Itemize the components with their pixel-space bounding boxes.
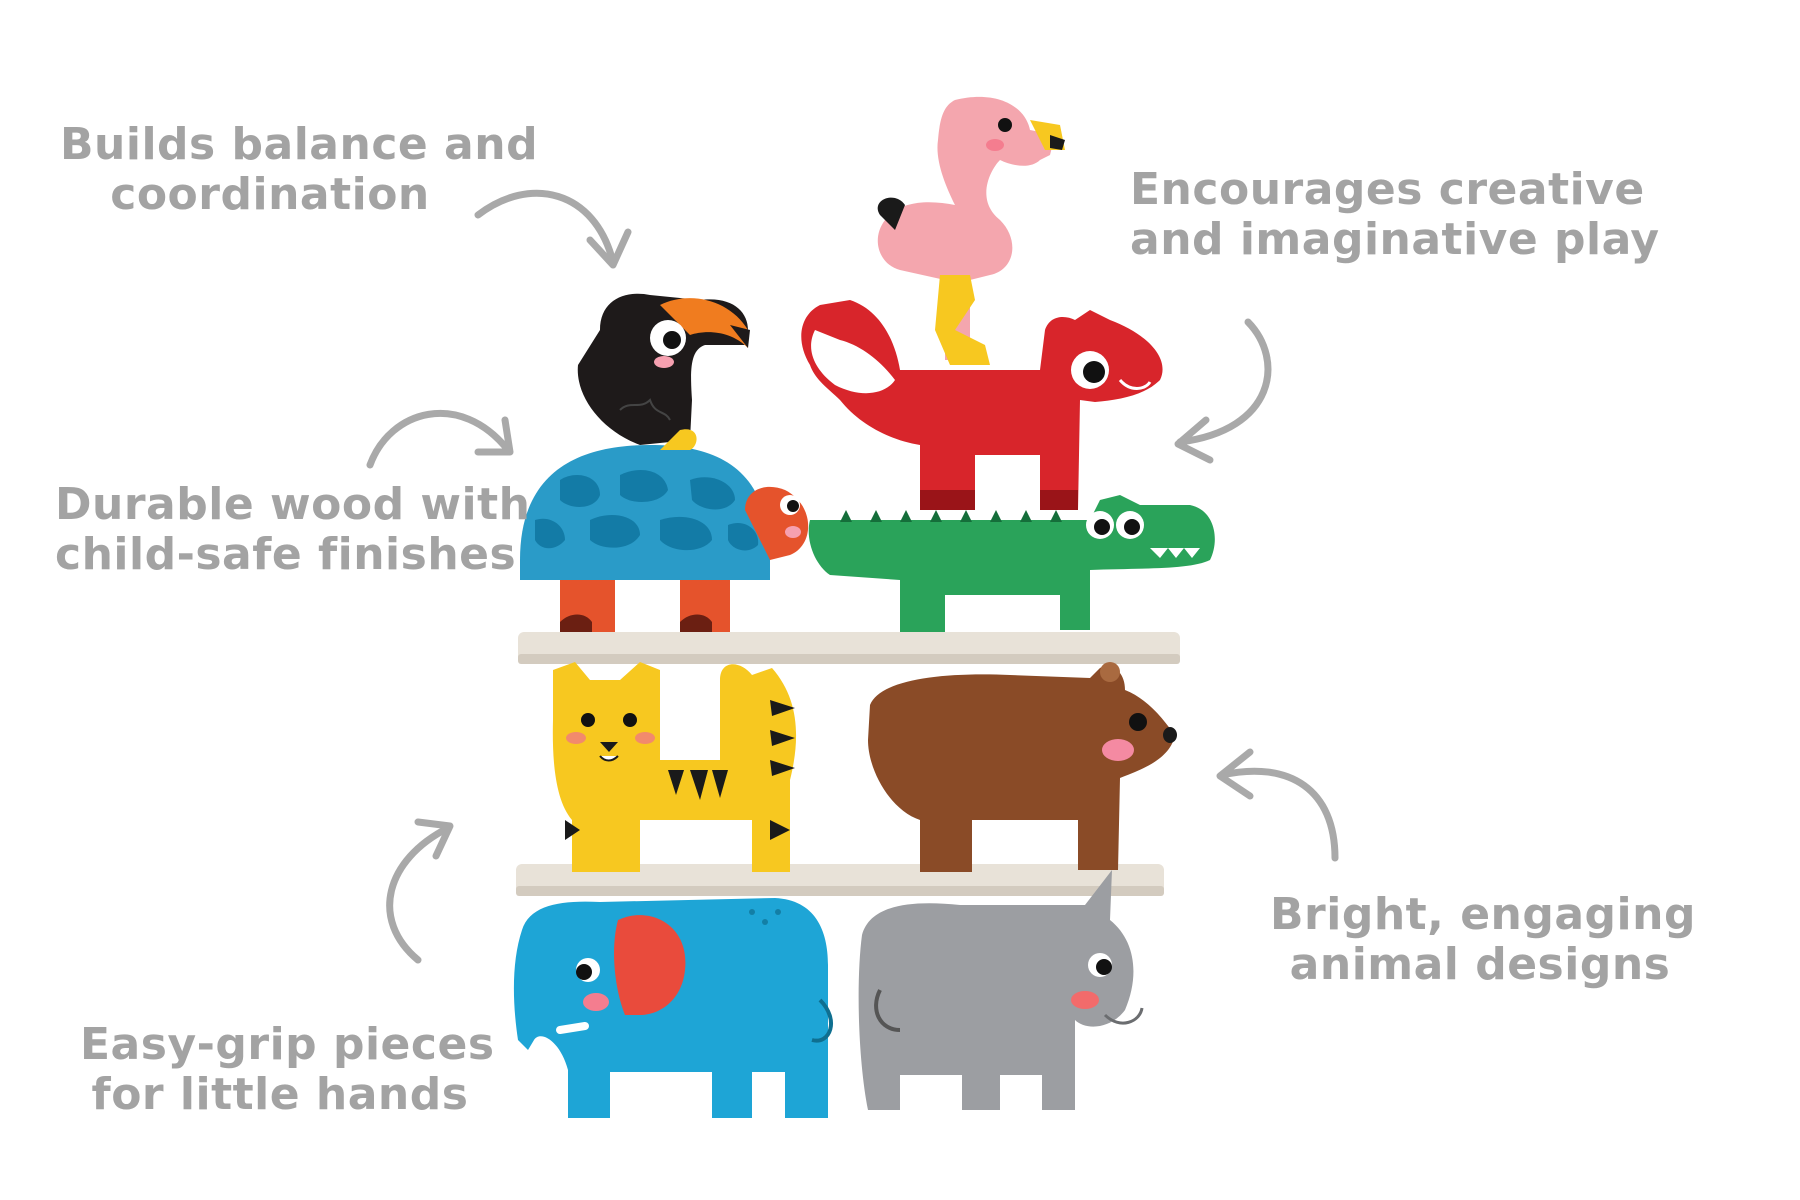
caption-balance-line1: Builds balance and (60, 119, 539, 170)
caption-easygrip-line2: for little hands (91, 1069, 469, 1120)
caption-easygrip-line1: Easy-grip pieces (80, 1019, 495, 1070)
caption-durable-line2: child-safe finishes (55, 529, 517, 580)
caption-creative: Encourages creative and imaginative play (1130, 164, 1660, 265)
caption-durable: Durable wood with child-safe finishes (55, 479, 531, 580)
caption-bright-line1: Bright, engaging (1270, 889, 1696, 940)
caption-easygrip: Easy-grip pieces for little hands (80, 1019, 495, 1120)
elephant-figure (513, 898, 833, 1118)
crocodile-figure (808, 495, 1215, 632)
fox-figure (801, 300, 1163, 510)
arrow-creative (1174, 318, 1272, 464)
arrows (366, 189, 1339, 964)
rhino-figure (858, 870, 1144, 1110)
tiger-figure (552, 662, 797, 872)
caption-balance-line2: coordination (110, 169, 430, 220)
toucan-figure (577, 293, 750, 450)
caption-durable-line1: Durable wood with (55, 479, 531, 530)
caption-creative-line2: and imaginative play (1130, 214, 1660, 265)
caption-balance: Builds balance and coordination (60, 119, 539, 220)
wood-shelf-top (518, 632, 1180, 664)
arrow-balance (474, 189, 632, 269)
bear-figure (868, 662, 1177, 872)
caption-creative-line1: Encourages creative (1130, 164, 1645, 215)
caption-bright-line2: animal designs (1289, 939, 1671, 990)
arrow-bright (1216, 748, 1339, 862)
caption-bright: Bright, engaging animal designs (1270, 889, 1696, 990)
arrow-easygrip (386, 818, 454, 964)
turtle-figure (520, 445, 809, 632)
flamingo-figure (877, 96, 1065, 365)
wood-shelf-bottom (516, 864, 1164, 896)
arrow-durable (366, 410, 514, 469)
